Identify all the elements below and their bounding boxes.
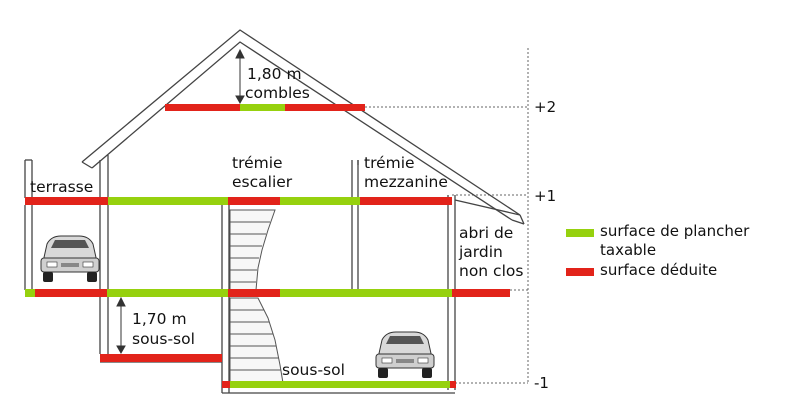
legend-swatch-taxable	[566, 229, 594, 237]
staircase-icon	[229, 209, 284, 384]
slab-level1-taxable-a	[108, 197, 228, 205]
slab-low-basement-deducted	[100, 354, 222, 362]
sous-sol-left-label: sous-sol	[132, 330, 195, 348]
sous-sol-height-label: 1,70 m	[132, 310, 187, 328]
level-plus1: +1	[534, 187, 556, 205]
abri-label-3: non clos	[459, 262, 523, 280]
slab-combles-taxable	[240, 104, 285, 111]
tremie-mezzanine-label-2: mezzanine	[364, 173, 448, 191]
slab-garage-taxable-edge	[25, 289, 35, 297]
roof-inner-line	[91, 41, 513, 221]
legend-taxable-label-1: surface de plancher	[600, 222, 750, 240]
slab-stair-void-ground-deducted	[228, 289, 280, 297]
abri-label-1: abri de	[459, 224, 513, 242]
height-markers	[116, 48, 245, 355]
combles-label: combles	[245, 84, 310, 102]
slab-basement-deducted-edge	[450, 381, 456, 388]
slab-shed-deducted	[452, 289, 510, 297]
roof-outline	[81, 29, 521, 216]
tremie-escalier-label-1: trémie	[232, 154, 283, 172]
car-icon	[375, 331, 435, 378]
car-icon	[40, 235, 100, 282]
level-labels: +2 +1 -1	[534, 98, 556, 392]
slab-combles-deducted-right	[285, 104, 365, 111]
slab-terrace-deducted	[25, 197, 108, 205]
tremie-mezzanine-label-1: trémie	[364, 154, 415, 172]
slab-level1-taxable-b	[280, 197, 360, 205]
slab-garage-deducted	[35, 289, 107, 297]
shed-roof	[454, 199, 521, 216]
slab-combles-deducted-left	[165, 104, 240, 111]
legend-taxable-label-2: taxable	[600, 241, 656, 259]
abri-label-2: jardin	[458, 243, 503, 261]
terrasse-label: terrasse	[30, 178, 93, 196]
slab-basement-taxable-edge	[222, 381, 230, 388]
level-minus1: -1	[534, 374, 549, 392]
slab-stair-void-deducted	[228, 197, 280, 205]
combles-height-label: 1,80 m	[247, 65, 302, 83]
tremie-escalier-label-2: escalier	[232, 173, 293, 191]
slab-basement-taxable	[230, 381, 450, 388]
slab-ground-taxable-a	[107, 289, 228, 297]
slab-mezzanine-void-deducted	[360, 197, 452, 205]
legend-deducted-label: surface déduite	[600, 261, 717, 279]
floor-slabs	[25, 104, 510, 388]
zone-labels: 1,80 m combles terrasse trémie escalier …	[30, 65, 523, 379]
legend: surface de plancher taxable surface dédu…	[566, 222, 750, 279]
legend-swatch-deducted	[566, 268, 594, 276]
slab-ground-taxable-b	[280, 289, 452, 297]
level-plus2: +2	[534, 98, 556, 116]
sous-sol-center-label: sous-sol	[282, 361, 345, 379]
